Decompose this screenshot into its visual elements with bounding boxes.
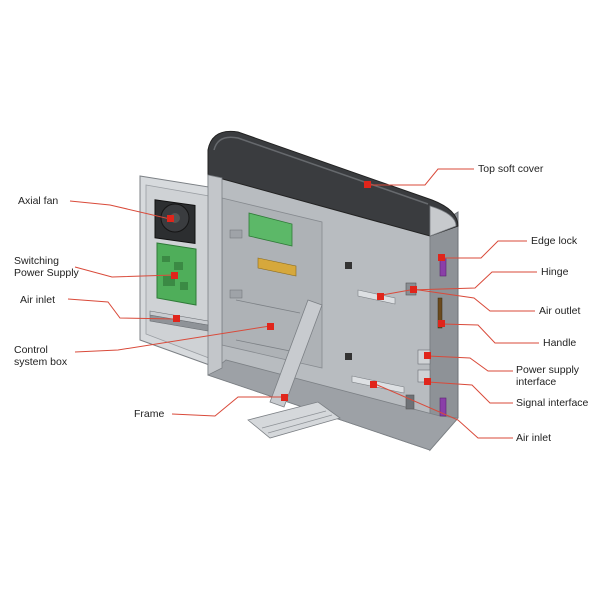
label-signal-interface: Signal interface [516,397,589,409]
label-air-inlet-bottom: Air inlet [516,432,552,444]
leader-frame [171,396,284,417]
label-power-supply-interface: Power supply interface [516,364,579,388]
label-switching-power-supply-line-2: Power Supply [14,267,79,279]
leader-handle [441,323,539,344]
leader-air-inlet-bottom [374,383,513,439]
label-power-supply-interface-line-2: interface [516,376,557,388]
label-handle: Handle [543,337,577,349]
leader-control-system-box [74,325,271,353]
marker-edge-lock [438,254,445,261]
leader-air-outlet [411,288,535,312]
label-air-outlet: Air outlet [539,305,581,317]
marker-hinge [410,286,417,293]
label-air-inlet-left: Air inlet [20,294,56,306]
label-control-system-box: Control system box [14,344,67,368]
leader-power-supply-interface [427,355,513,372]
label-control-system-box-line-1: Control [14,344,48,356]
marker-switching-power-supply [171,272,178,279]
label-axial-fan: Axial fan [18,195,59,207]
marker-handle [438,320,445,327]
label-switching-power-supply-line-1: Switching [14,255,59,267]
marker-top-soft-cover [364,181,371,188]
markers [167,181,445,401]
label-frame: Frame [134,408,165,420]
marker-air-inlet-left [173,315,180,322]
leader-top-soft-cover [368,168,474,186]
leader-air-inlet-left [67,298,177,320]
marker-power-supply-interface [424,352,431,359]
leader-switching-power-supply [74,266,175,278]
marker-air-outlet [377,293,384,300]
marker-signal-interface [424,378,431,385]
leader-hinge [381,271,537,296]
leader-signal-interface [427,381,513,404]
label-control-system-box-line-2: system box [14,356,68,368]
leader-axial-fan [69,200,171,220]
label-edge-lock: Edge lock [531,235,578,247]
label-hinge: Hinge [541,266,569,278]
label-switching-power-supply: Switching Power Supply [14,255,79,279]
marker-air-inlet-bottom [370,381,377,388]
top-soft-cover [207,130,459,237]
axial-fan-graphic [154,199,196,244]
marker-axial-fan [167,215,174,222]
marker-control-system-box [267,323,274,330]
frame-stand [247,299,341,439]
leader-lines [67,168,539,439]
side-fixtures [417,257,447,417]
label-top-soft-cover: Top soft cover [478,163,544,175]
label-power-supply-interface-line-1: Power supply [516,364,580,376]
marker-frame [281,394,288,401]
leader-edge-lock [442,240,527,259]
